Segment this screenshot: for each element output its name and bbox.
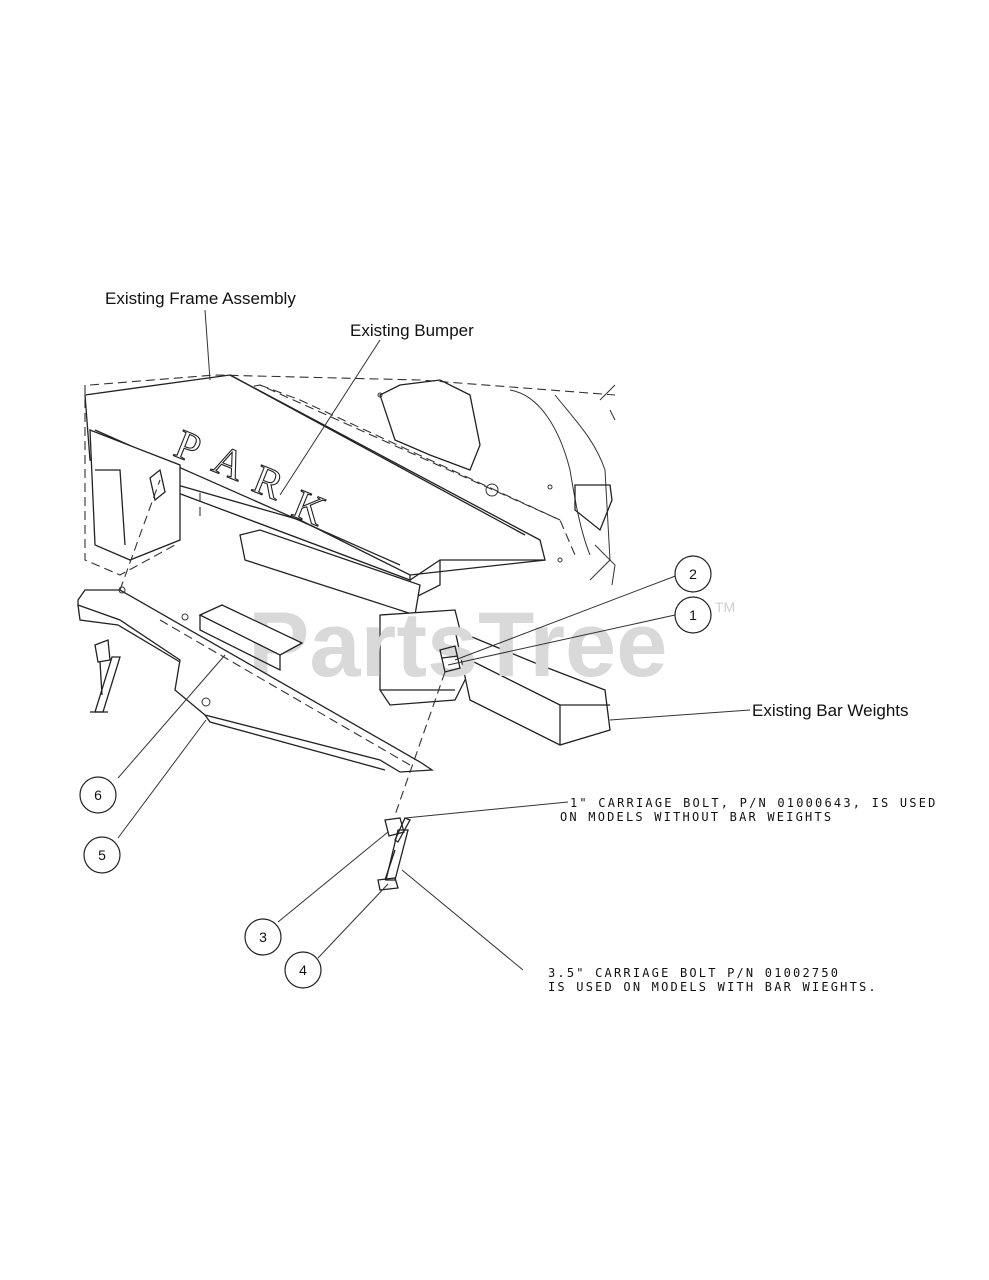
label-existing-bumper: Existing Bumper — [350, 321, 474, 340]
svg-text:1: 1 — [689, 607, 697, 623]
left-bolts — [90, 468, 166, 713]
callout-3[interactable]: 3 — [244, 918, 282, 956]
watermark-tm: TM — [715, 599, 735, 615]
callout-2[interactable]: 2 — [674, 555, 712, 593]
note-1in-bolt-line1: 1" CARRIAGE BOLT, P/N 01000643, IS USED — [570, 796, 938, 810]
frame-assembly-drawing: P A R K — [84, 374, 616, 746]
note-1in-bolt-line2: ON MODELS WITHOUT BAR WEIGHTS — [560, 810, 833, 824]
svg-text:2: 2 — [689, 566, 697, 582]
svg-text:4: 4 — [299, 962, 307, 978]
callout-6[interactable]: 6 — [79, 776, 117, 814]
watermark: PartsTree TM — [248, 594, 735, 696]
callout-1[interactable]: 1 — [674, 596, 712, 634]
note-3-5in-bolt-line2: IS USED ON MODELS WITH BAR WIEGHTS. — [548, 980, 878, 994]
svg-text:6: 6 — [94, 787, 102, 803]
leaders — [117, 309, 751, 971]
note-3-5in-bolt-line1: 3.5" CARRIAGE BOLT P/N 01002750 — [548, 966, 840, 980]
callout-5[interactable]: 5 — [83, 836, 121, 874]
svg-text:3: 3 — [259, 929, 267, 945]
right-hardware — [377, 645, 461, 891]
svg-text:5: 5 — [98, 847, 106, 863]
callout-4[interactable]: 4 — [284, 951, 322, 989]
label-existing-bar-weights: Existing Bar Weights — [752, 701, 909, 720]
callouts: 2 1 6 5 3 4 — [79, 555, 712, 989]
label-existing-frame-assembly: Existing Frame Assembly — [105, 289, 296, 308]
weight-bracket — [77, 586, 434, 773]
watermark-text: PartsTree — [248, 594, 667, 696]
